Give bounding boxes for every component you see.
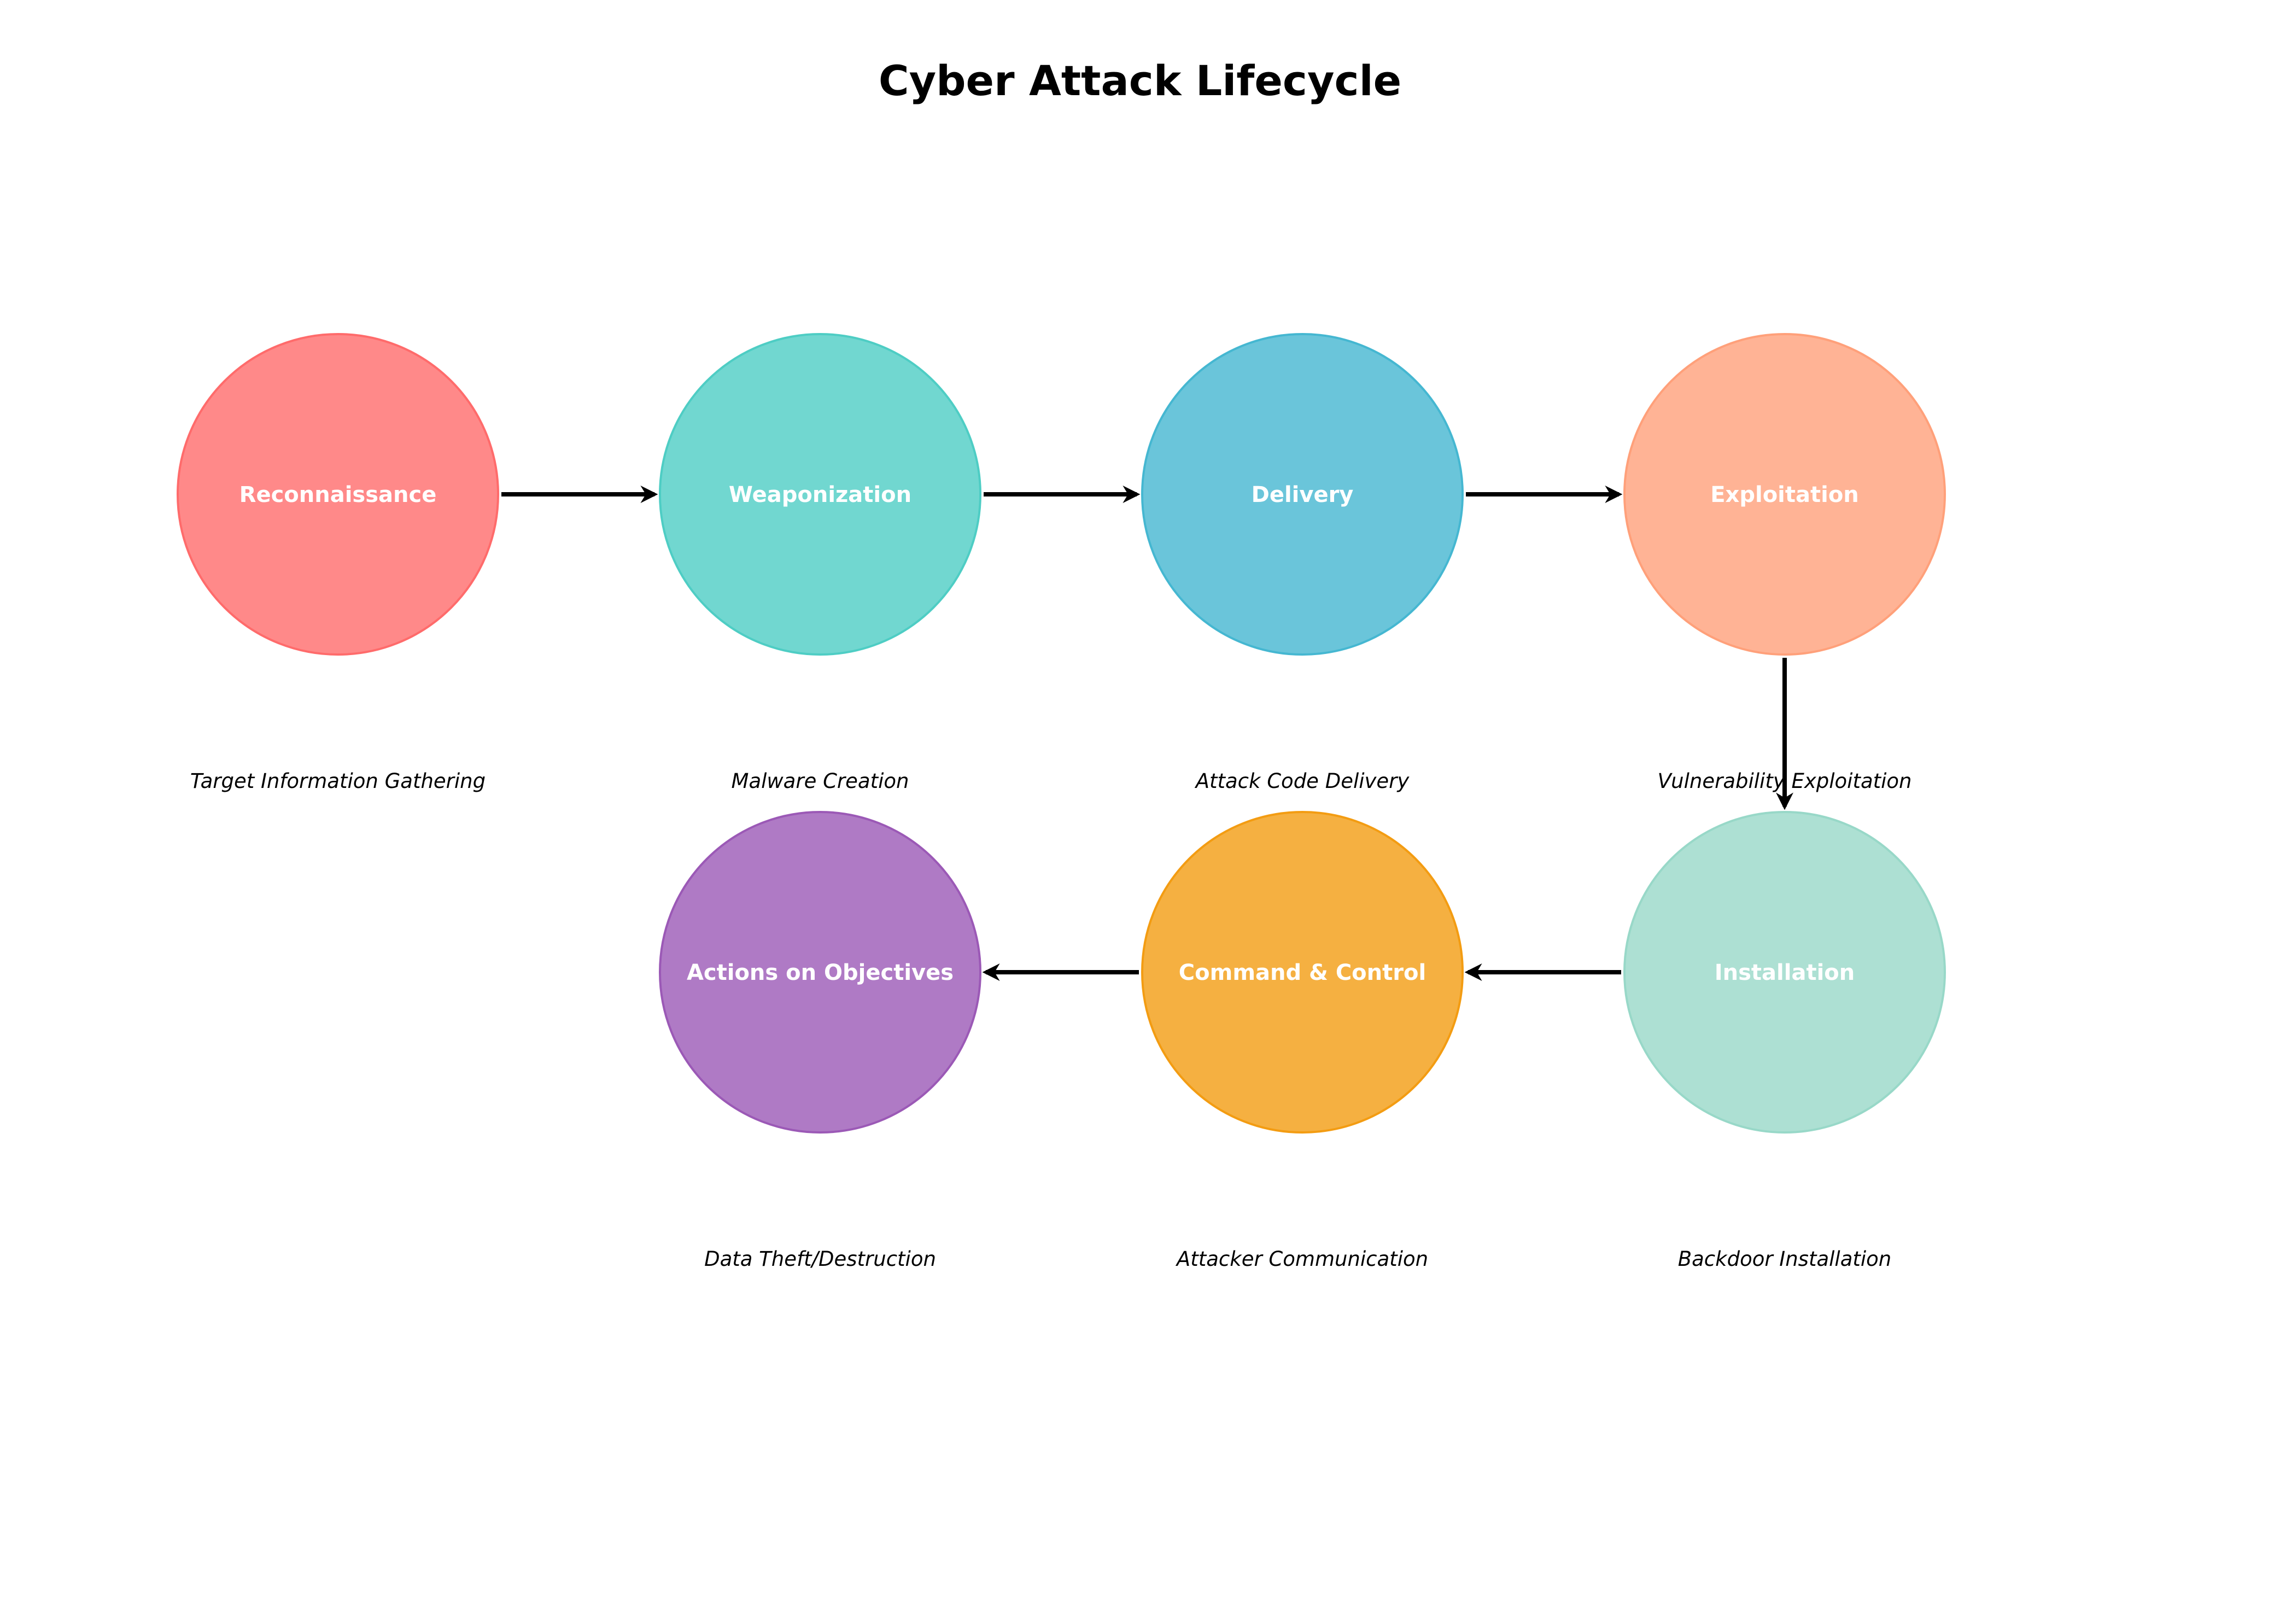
stage-circle-actions-on-objectives [659,811,981,1134]
stage-description-weaponization: Malware Creation [732,769,909,793]
stage-description-reconnaissance: Target Information Gathering [190,769,486,793]
stage-label-reconnaissance: Reconnaissance [239,482,437,507]
stage-label-delivery: Delivery [1252,482,1354,507]
stage-circle-reconnaissance [177,333,499,656]
stage-label-exploitation: Exploitation [1710,482,1859,507]
stage-description-command-and-control: Attacker Communication [1176,1247,1428,1271]
stage-label-command-and-control: Command & Control [1179,960,1426,985]
stage-label-installation: Installation [1715,960,1855,985]
stage-description-actions-on-objectives: Data Theft/Destruction [704,1247,936,1271]
stage-description-delivery: Attack Code Delivery [1195,769,1410,793]
stage-label-actions-on-objectives: Actions on Objectives [687,960,954,985]
stage-label-weaponization: Weaponization [729,482,911,507]
stage-circle-command-and-control [1141,811,1464,1134]
flow-arrows [501,486,1793,981]
diagram-title: Cyber Attack Lifecycle [879,56,1401,105]
stage-circle-installation [1623,811,1946,1134]
stage-description-installation: Backdoor Installation [1678,1247,1892,1271]
stage-circle-weaponization [659,333,981,656]
stage-description-exploitation: Vulnerability Exploitation [1658,769,1912,793]
stage-circle-delivery [1141,333,1464,656]
stage-circle-exploitation [1623,333,1946,656]
